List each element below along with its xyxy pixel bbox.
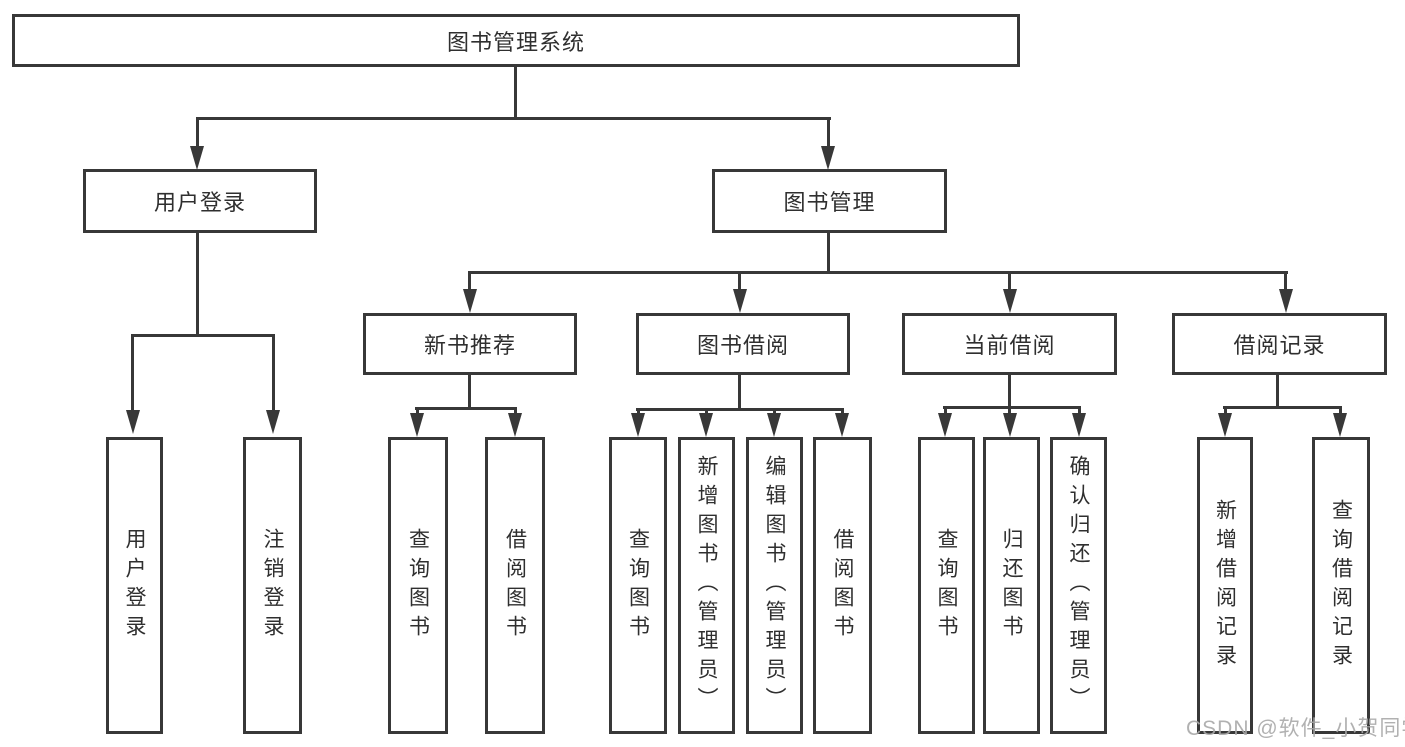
node-label: 图书管理 bbox=[783, 190, 876, 215]
node-new-book-recommend: 新书推荐 bbox=[363, 313, 577, 375]
connector-line bbox=[468, 271, 1288, 274]
node-label: 确认归还（管理员） bbox=[1067, 455, 1090, 716]
node-current-borrowing: 当前借阅 bbox=[902, 313, 1117, 375]
node-root-library-system: 图书管理系统 bbox=[12, 14, 1020, 67]
node-leaf-query-books-current: 查询图书 bbox=[918, 437, 975, 734]
node-label: 归还图书 bbox=[1000, 527, 1023, 644]
node-label: 图书借阅 bbox=[696, 333, 789, 358]
node-label: 编辑图书（管理员） bbox=[763, 455, 786, 716]
arrow-down-icon bbox=[1333, 413, 1347, 437]
node-label: 新书推荐 bbox=[423, 333, 516, 358]
arrow-down-icon bbox=[463, 289, 477, 313]
connector-line bbox=[468, 375, 471, 409]
node-label: 查询借阅记录 bbox=[1329, 498, 1353, 673]
node-label: 借阅记录 bbox=[1233, 333, 1326, 358]
node-label: 查询图书 bbox=[626, 527, 650, 644]
connector-line bbox=[1223, 406, 1342, 409]
connector-line bbox=[1008, 406, 1011, 415]
node-label: 查询图书 bbox=[406, 527, 430, 644]
node-leaf-add-books-admin: 新增图书（管理员） bbox=[678, 437, 735, 734]
arrow-down-icon bbox=[1003, 413, 1017, 437]
connector-line bbox=[773, 408, 776, 415]
connector-line bbox=[1008, 375, 1011, 408]
node-leaf-edit-books-admin: 编辑图书（管理员） bbox=[746, 437, 803, 734]
node-leaf-query-borrow-record: 查询借阅记录 bbox=[1312, 437, 1370, 734]
node-leaf-query-books-borrowing: 查询图书 bbox=[609, 437, 667, 734]
connector-line bbox=[1078, 406, 1081, 415]
node-leaf-borrow-books: 借阅图书 bbox=[813, 437, 872, 734]
arrow-down-icon bbox=[508, 413, 522, 437]
connector-line bbox=[1339, 406, 1342, 415]
arrow-down-icon bbox=[767, 413, 781, 437]
connector-line bbox=[827, 233, 830, 274]
node-leaf-add-borrow-record: 新增借阅记录 bbox=[1197, 437, 1253, 734]
connector-line bbox=[514, 66, 517, 119]
connector-line bbox=[196, 117, 199, 147]
connector-line bbox=[705, 408, 708, 415]
connector-line bbox=[827, 117, 830, 147]
arrow-down-icon bbox=[126, 410, 140, 434]
node-label: 借阅图书 bbox=[831, 527, 854, 644]
connector-line bbox=[415, 407, 517, 410]
connector-line bbox=[944, 406, 947, 415]
connector-line bbox=[1276, 375, 1279, 408]
arrow-down-icon bbox=[1218, 413, 1232, 437]
node-label: 用户登录 bbox=[153, 190, 246, 215]
connector-line bbox=[841, 408, 844, 415]
node-leaf-logout: 注销登录 bbox=[243, 437, 302, 734]
connector-line bbox=[943, 406, 1081, 409]
connector-line bbox=[1224, 406, 1227, 415]
node-label: 查询图书 bbox=[935, 527, 958, 644]
arrow-down-icon bbox=[821, 146, 835, 170]
arrow-down-icon bbox=[1072, 413, 1086, 437]
node-leaf-confirm-return-admin: 确认归还（管理员） bbox=[1050, 437, 1107, 734]
node-leaf-query-books-recommend: 查询图书 bbox=[388, 437, 448, 734]
node-label: 新增借阅记录 bbox=[1213, 498, 1237, 673]
connector-line bbox=[131, 334, 134, 412]
node-leaf-return-books: 归还图书 bbox=[983, 437, 1040, 734]
arrow-down-icon bbox=[410, 413, 424, 437]
connector-line bbox=[637, 408, 640, 415]
node-label: 借阅图书 bbox=[503, 527, 527, 644]
connector-line bbox=[738, 271, 741, 291]
node-label: 注销登录 bbox=[261, 527, 284, 644]
connector-line bbox=[272, 334, 275, 412]
connector-line bbox=[1008, 271, 1011, 291]
arrow-down-icon bbox=[1279, 289, 1293, 313]
node-leaf-borrow-books-recommend: 借阅图书 bbox=[485, 437, 545, 734]
connector-line bbox=[1284, 271, 1287, 291]
csdn-watermark: CSDN @软件_小贺同学 bbox=[1186, 717, 1405, 740]
connector-line bbox=[416, 407, 419, 415]
arrow-down-icon bbox=[1003, 289, 1017, 313]
connector-line bbox=[132, 334, 275, 337]
arrow-down-icon bbox=[835, 413, 849, 437]
connector-line bbox=[197, 117, 831, 120]
node-book-management: 图书管理 bbox=[712, 169, 947, 233]
connector-line bbox=[468, 271, 471, 291]
arrow-down-icon bbox=[938, 413, 952, 437]
node-label: 用户登录 bbox=[123, 527, 146, 644]
node-leaf-user-login: 用户登录 bbox=[106, 437, 163, 734]
node-borrow-records: 借阅记录 bbox=[1172, 313, 1387, 375]
connector-line bbox=[636, 408, 844, 411]
arrow-down-icon bbox=[699, 413, 713, 437]
arrow-down-icon bbox=[190, 146, 204, 170]
arrow-down-icon bbox=[631, 413, 645, 437]
connector-line bbox=[196, 233, 199, 336]
node-user-login: 用户登录 bbox=[83, 169, 317, 233]
arrow-down-icon bbox=[266, 410, 280, 434]
node-label: 当前借阅 bbox=[963, 333, 1056, 358]
node-label: 新增图书（管理员） bbox=[695, 455, 718, 716]
connector-line bbox=[738, 375, 741, 410]
arrow-down-icon bbox=[733, 289, 747, 313]
node-book-borrowing: 图书借阅 bbox=[636, 313, 850, 375]
node-label: 图书管理系统 bbox=[446, 29, 585, 55]
connector-line bbox=[514, 407, 517, 415]
